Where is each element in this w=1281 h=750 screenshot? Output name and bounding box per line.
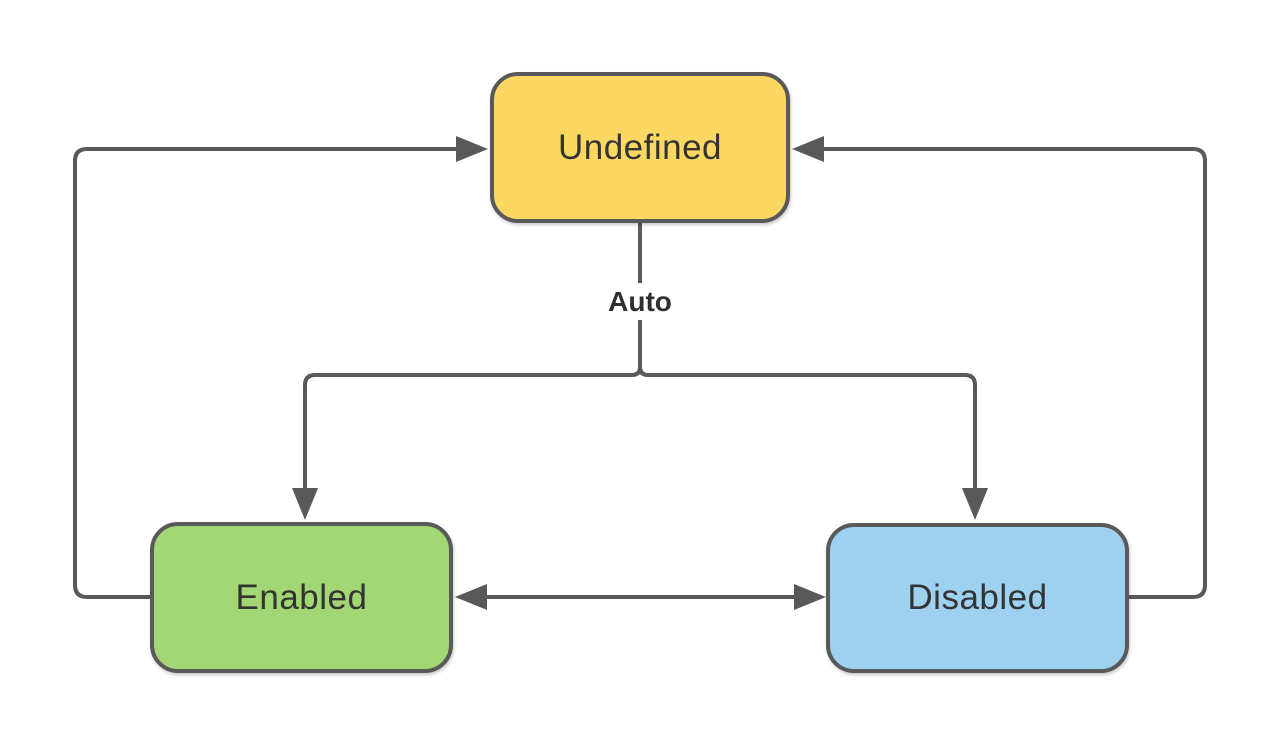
edge-auto-to-enabled [292,366,642,520]
state-enabled-label: Enabled [235,577,368,617]
edge-auto-to-enabled-arrowhead [292,488,318,520]
edge-auto-to-disabled [638,366,988,520]
edge-disabled-to-undefined-arrowhead [792,136,824,162]
edge-label-auto: Auto [608,286,672,317]
edge-disabled-to-undefined-line [821,147,1207,599]
edge-enabled-disabled-arrowhead-right [794,584,826,610]
state-undefined: Undefined [490,72,790,223]
edge-enabled-to-undefined [73,136,488,599]
state-undefined-label: Undefined [557,127,723,167]
edge-enabled-disabled-bidirectional [455,584,826,610]
state-enabled: Enabled [150,522,453,673]
state-disabled-label: Disabled [907,578,1048,617]
edge-enabled-to-undefined-line [73,147,459,599]
edge-auto-to-disabled-line [638,366,977,492]
state-disabled: Disabled [826,523,1129,673]
edge-auto-to-disabled-arrowhead [962,488,988,520]
edge-enabled-to-undefined-arrowhead [456,136,488,162]
edge-auto-to-enabled-line [303,366,642,492]
edge-enabled-disabled-arrowhead-left [455,584,487,610]
edge-disabled-to-undefined [792,136,1207,599]
